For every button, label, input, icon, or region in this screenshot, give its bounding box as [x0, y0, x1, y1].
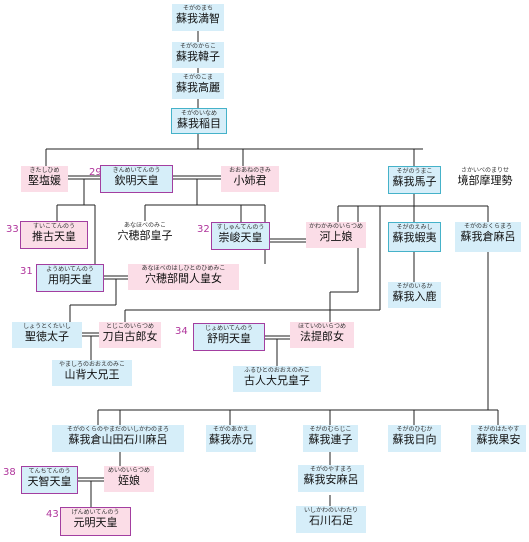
node-kitashi: きたしひめ 堅塩媛: [21, 166, 68, 192]
node-kurayamada: そがのくらのやまだのいしかわのまろ 蘇我倉山田石川麻呂: [52, 425, 184, 452]
node-hatayasu: そがのはたやす 蘇我果安: [471, 425, 526, 452]
node-hashihito: あなほべのはしひとのひめみこ 穴穂部間人皇女: [128, 264, 239, 290]
reign-number-suiko: 33: [6, 224, 19, 235]
node-akae: そがのあかえ 蘇我赤兄: [206, 425, 256, 452]
node-jomei: じょめいてんのう 舒明天皇: [193, 323, 265, 351]
node-marise: さかいべのまりせ 境部摩理勢: [452, 166, 518, 192]
reign-number-jomei: 34: [175, 326, 188, 337]
node-machi: そがのまち 蘇我満智: [172, 4, 224, 31]
node-shotoku: しょうとくたいし 聖徳太子: [12, 322, 82, 348]
node-umako: そがのうまこ 蘇我馬子: [388, 166, 441, 194]
node-furuhito: ふるひとのおおえのみこ 古人大兄皇子: [233, 366, 321, 392]
node-muraji: そがのむらじこ 蘇我連子: [303, 425, 358, 452]
node-sushun: すしゅんてんのう 崇峻天皇: [211, 222, 270, 250]
node-iruka: そがのいるか 蘇我入鹿: [388, 282, 441, 308]
node-yasumaro: そがのやすまろ 蘇我安麻呂: [298, 465, 364, 492]
node-iname: そがのいなめ 蘇我稲目: [171, 108, 227, 134]
node-kawakami: かわかみのいらつめ 河上娘: [306, 222, 366, 248]
node-oane: おおあねのきみ 小姉君: [221, 166, 279, 192]
node-yomei: ようめいてんのう 用明天皇: [36, 264, 104, 292]
node-emishi: そがのえみし 蘇我蝦夷: [388, 222, 441, 252]
reign-number-genmei: 43: [46, 509, 59, 520]
reign-number-sushun: 32: [197, 224, 210, 235]
node-himuka: そがのひむか 蘇我日向: [388, 425, 441, 452]
node-tojiko: とじこのいらつめ 刀自古郎女: [99, 322, 161, 348]
reign-number-yomei: 31: [20, 266, 33, 277]
node-hote: ほていのいらつめ 法提郎女: [290, 322, 354, 348]
node-iwatari: いしかわのいわたり 石川石足: [296, 506, 366, 533]
node-kuramaro: そがのおくらまろ 蘇我倉麻呂: [455, 222, 521, 252]
node-anahobe: あなほべのみこ 穴穂部皇子: [114, 221, 176, 247]
node-karako: そがのからこ 蘇我韓子: [172, 42, 224, 68]
node-suiko: すいこてんのう 推古天皇: [20, 221, 88, 249]
reign-number-tenji: 38: [3, 467, 16, 478]
node-yamashiro: やましろのおおえのみこ 山背大兄王: [52, 360, 132, 386]
node-kinmei: きんめいてんのう 欽明天皇: [100, 165, 173, 193]
node-koma: そがのこま 蘇我高麗: [172, 73, 224, 99]
node-genmei: げんめいてんのう 元明天皇: [60, 507, 131, 536]
reign-number-kinmei: 29: [89, 167, 102, 178]
node-tenji: てんちてんのう 天智天皇: [21, 466, 78, 494]
node-mei: めいのいらつめ 姪娘: [104, 466, 154, 492]
